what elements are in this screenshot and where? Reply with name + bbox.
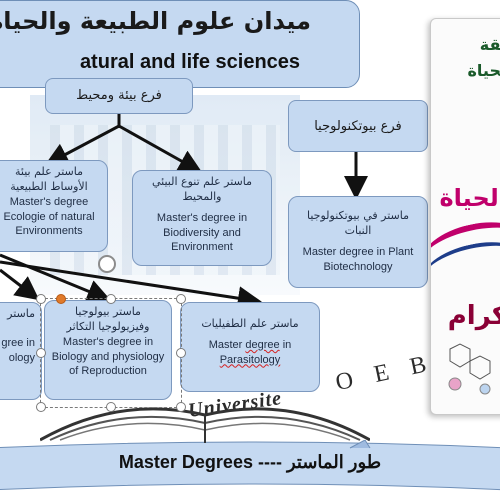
adjust-handle[interactable] bbox=[56, 294, 66, 304]
master-parasitology-english-3: in bbox=[282, 338, 292, 351]
arrow-to-parasitology bbox=[0, 260, 262, 311]
resize-handle-bottom-left[interactable] bbox=[36, 402, 46, 412]
branch-environment: فرع بيئة ومحيط bbox=[45, 78, 193, 114]
resize-handle-top-left[interactable] bbox=[36, 294, 46, 304]
master-ecology-english-1: Master's degree bbox=[9, 195, 89, 208]
master-partial-line-2: gree in bbox=[1, 336, 35, 349]
master-reproduction-arabic: ماستر بيولوجيا وفيزيولوجيا التكاثر bbox=[66, 305, 150, 333]
branch-biotech: فرع بيوتكنولوجيا bbox=[288, 100, 428, 152]
selection-frame[interactable] bbox=[40, 298, 182, 408]
master-ecology-arabic: ماستر علم بيئة الأوساط الطبيعية bbox=[10, 165, 88, 193]
master-biodiversity-arabic: ماستر علم تنوع البيئي والمحيط bbox=[151, 175, 253, 203]
master-partial-line-1: ماستر bbox=[7, 307, 35, 320]
poster-text-2: لحياة bbox=[467, 61, 500, 80]
poster-image: يقة لحياة الحياة كرام bbox=[430, 18, 500, 415]
master-partial-line-3: ology bbox=[8, 351, 35, 364]
banner-text: Master Degrees ---- طور الماستر bbox=[0, 452, 500, 473]
banner-text-english: Master Degrees ---- bbox=[118, 452, 282, 472]
master-parasitology-english-4: Parasitology bbox=[219, 353, 281, 366]
resize-handle-top-right[interactable] bbox=[176, 294, 186, 304]
master-biodiversity-english: Master's degree in Biodiversity and Envi… bbox=[156, 211, 248, 254]
master-reproduction-box[interactable]: ماستر بيولوجيا وفيزيولوجيا التكاثر Maste… bbox=[44, 300, 172, 400]
arrow-to-partial bbox=[0, 268, 40, 301]
field-title-box: ميدان علوم الطبيعة والحياة atural and li… bbox=[0, 0, 360, 88]
master-plant-biotech-box: ماستر في بيوتكنولوجيا النبات Master degr… bbox=[288, 196, 428, 288]
arrow-env-to-biodiversity bbox=[118, 124, 203, 173]
master-plant-biotech-arabic: ماستر في بيوتكنولوجيا النبات bbox=[307, 209, 409, 237]
master-parasitology-english-2: degree bbox=[245, 338, 280, 351]
master-parasitology-arabic: ماستر علم الطفيليات bbox=[201, 317, 299, 330]
master-partial-box: ماستر gree in ology bbox=[0, 302, 42, 400]
poster-text-3: الحياة bbox=[439, 184, 500, 212]
banner-ribbon bbox=[0, 440, 500, 491]
book-graphic bbox=[40, 407, 370, 443]
arrow-to-reproduction bbox=[0, 253, 112, 303]
resize-handle-left[interactable] bbox=[36, 348, 46, 358]
resize-handle-bottom[interactable] bbox=[106, 402, 116, 412]
molecule-icon bbox=[448, 343, 491, 395]
master-ecology-english-2: Ecologie of natural Environments bbox=[3, 210, 95, 238]
arrow-env-to-ecology bbox=[44, 124, 120, 166]
field-title-arabic: ميدان علوم الطبيعة والحياة bbox=[0, 7, 311, 35]
master-ecology-box: ماستر علم بيئة الأوساط الطبيعية Master's… bbox=[0, 160, 108, 252]
resize-handle-right[interactable] bbox=[176, 348, 186, 358]
resize-handle-top[interactable] bbox=[106, 294, 116, 304]
rotate-handle-icon[interactable] bbox=[98, 255, 116, 273]
master-plant-biotech-english: Master degree in Plant Biotechnology bbox=[302, 245, 414, 273]
resize-handle-bottom-right[interactable] bbox=[176, 402, 186, 412]
banner-text-arabic: طور الماستر bbox=[286, 452, 382, 472]
master-parasitology-box: ماستر علم الطفيليات Master degree in Par… bbox=[180, 302, 320, 392]
poster-text-1: يقة bbox=[479, 35, 500, 54]
master-parasitology-english-1: Master bbox=[208, 338, 243, 351]
master-biodiversity-box: ماستر علم تنوع البيئي والمحيط Master's d… bbox=[132, 170, 272, 266]
master-reproduction-english: Master's degree in Biology and physiolog… bbox=[51, 335, 165, 378]
poster-text-4: كرام bbox=[447, 301, 500, 331]
field-title-english: atural and life sciences bbox=[79, 51, 301, 73]
